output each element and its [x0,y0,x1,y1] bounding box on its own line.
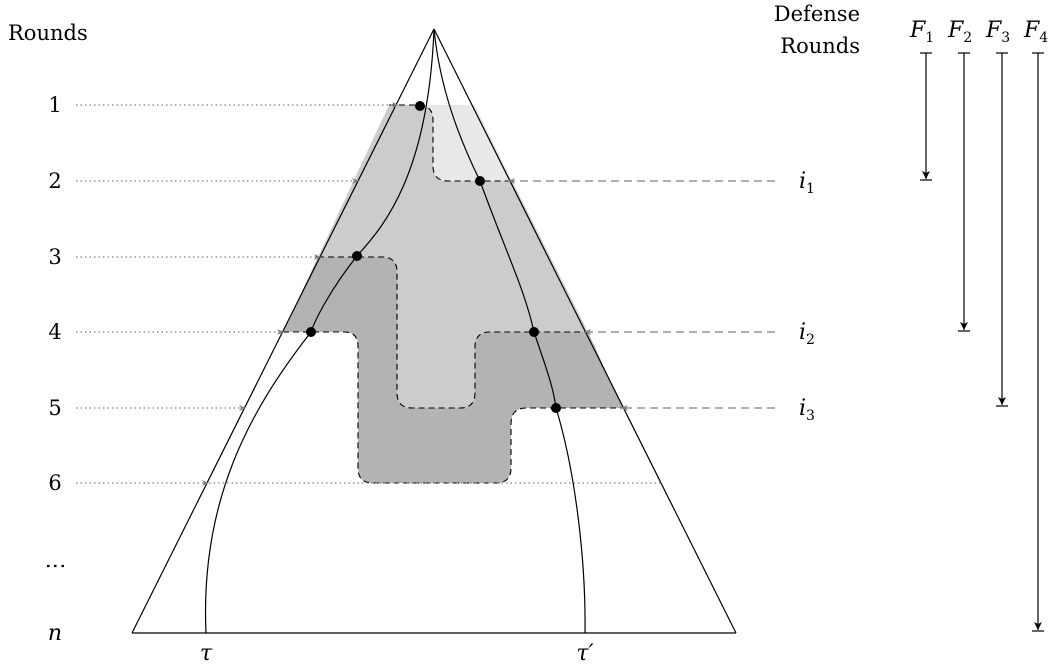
region-mid [318,105,588,408]
defense-labels: i1 i2 i3 [799,169,815,424]
round-arrows [76,102,660,486]
path-label-tau-prime: τ′ [576,641,593,666]
node-round-2 [475,176,485,186]
round-labels: 1 2 3 4 5 6 ⋮ n [44,93,68,646]
round-label-n: n [48,621,62,646]
node-round-4-right [529,327,539,337]
fork-label-f1: F1 [909,18,934,46]
fork-label-f4: F4 [1023,18,1048,46]
nodes [306,101,561,413]
shaded-regions [283,105,623,483]
fork-intervals [920,52,1044,632]
path-label-tau: τ [200,641,213,666]
round-label-1: 1 [48,93,61,117]
node-round-1 [415,101,425,111]
round-label-2: 2 [48,169,61,193]
round-label-4: 4 [48,320,61,344]
node-round-5 [551,403,561,413]
round-label-5: 5 [48,396,61,420]
fork-interval-f4 [1032,52,1044,632]
defense-label-i2: i2 [799,320,815,348]
defense-rounds-title-line2: Rounds [780,34,860,58]
defense-label-i3: i3 [799,396,815,424]
fork-headers: F1 F2 F3 F4 [909,18,1048,46]
fork-label-f3: F3 [985,18,1010,46]
node-round-3 [352,251,362,261]
rounds-title: Rounds [8,21,88,45]
fork-interval-f3 [996,52,1008,407]
node-round-4-left [306,327,316,337]
defense-arrows [508,178,775,411]
round-label-6: 6 [48,471,61,495]
round-label-ellipsis: ⋮ [44,556,68,577]
path-tau [204,28,435,634]
fork-interval-f1 [920,52,932,181]
round-label-3: 3 [48,245,61,269]
defense-label-i1: i1 [799,169,815,197]
fork-interval-f2 [958,52,970,332]
defense-rounds-title-line1: Defense [774,2,860,26]
fork-label-f2: F2 [947,18,972,46]
boundary-middle [318,256,588,409]
region-dark [283,257,623,483]
region-light [418,105,512,181]
